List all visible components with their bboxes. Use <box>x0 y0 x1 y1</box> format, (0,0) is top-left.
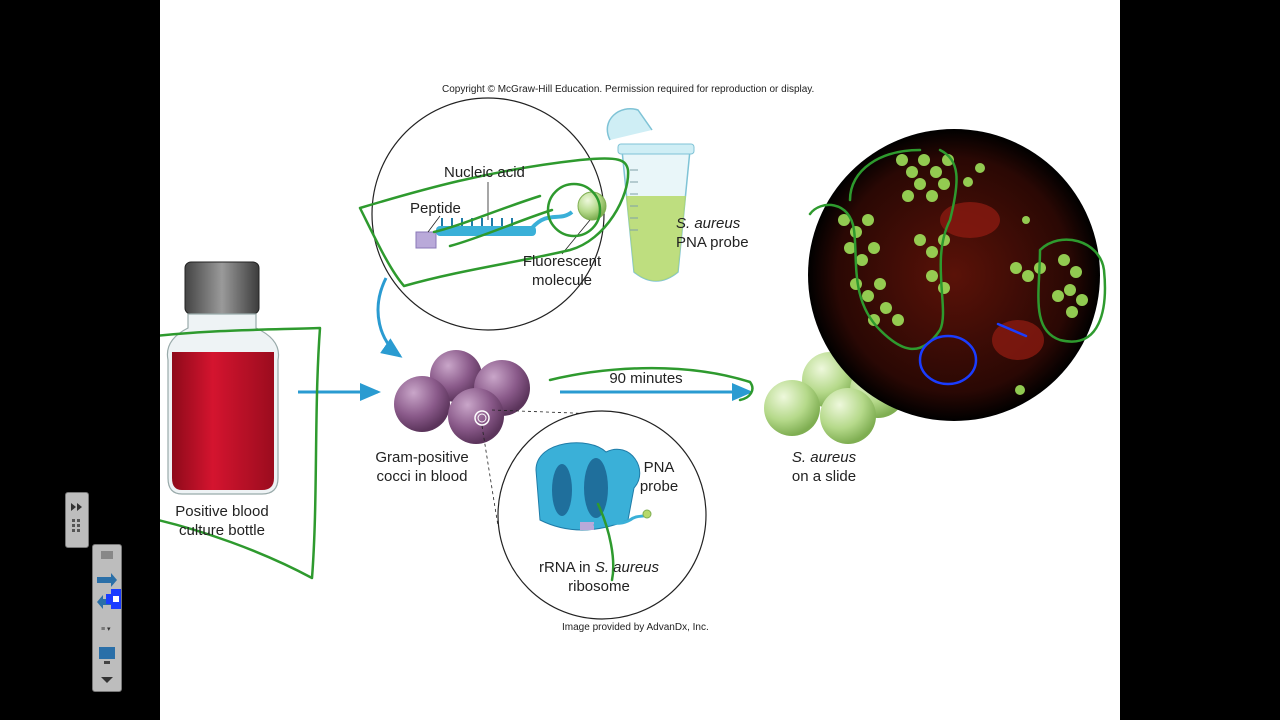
peptide-square <box>415 231 437 249</box>
hand-annotations <box>160 148 1107 582</box>
cocci-label-2: cocci in blood <box>376 468 468 485</box>
fluorescent-label-2: molecule <box>531 272 593 289</box>
process-arrows <box>298 277 753 401</box>
screen-icon[interactable] <box>99 647 115 664</box>
settings-icon[interactable]: ≡ ▾ <box>101 626 111 633</box>
diagram-graphics <box>160 97 1107 620</box>
slide-label: on a slide <box>791 468 857 485</box>
rrna-label-1: rRNA in S. aureus <box>524 558 674 577</box>
bottle-label-2: culture bottle <box>179 522 265 539</box>
svg-text:≡ ▾: ≡ ▾ <box>101 626 111 633</box>
cocci-label-1: Gram-positive <box>375 449 469 466</box>
keypad-icon <box>72 519 80 532</box>
bottle-label-1: Positive blood <box>175 503 269 520</box>
rrna-species: S. aureus <box>594 559 660 576</box>
arrow-probe-to-cocci <box>376 277 403 358</box>
annotation-toolbar: ≡ ▾ <box>92 544 122 692</box>
test-tube <box>606 108 695 282</box>
forward-arrow-icon[interactable] <box>97 573 117 587</box>
image-credit: Image provided by AdvanDx, Inc. <box>562 622 709 633</box>
nucleic-acid-label: Nucleic acid <box>444 164 525 181</box>
dropdown-icon[interactable] <box>101 677 113 683</box>
pna-label-2: probe <box>639 478 679 495</box>
pna-probe-label: PNA probe <box>676 234 749 251</box>
fluorescent-molecule <box>577 191 607 221</box>
blood-culture-bottle <box>166 261 280 495</box>
slide-canvas: Copyright © McGraw-Hill Education. Permi… <box>160 0 1120 720</box>
expand-icon <box>71 503 82 511</box>
grid-icon[interactable] <box>101 551 113 559</box>
rrna-label-2: ribosome <box>568 578 630 595</box>
peptide-label: Peptide <box>410 200 461 217</box>
rrna-prefix: rRNA in <box>538 559 595 576</box>
copyright-notice: Copyright © McGraw-Hill Education. Permi… <box>442 84 815 95</box>
nucleic-acid-strand <box>436 226 536 236</box>
pna-label-1: PNA <box>643 459 675 476</box>
slide-species-label: S. aureus <box>791 449 857 466</box>
probe-species-label: S. aureus <box>676 215 741 232</box>
microscope-image <box>808 129 1100 421</box>
collapsed-toolbar-handle[interactable] <box>65 492 89 548</box>
ninety-minutes-label: 90 minutes <box>609 370 683 387</box>
purple-cocci-cluster <box>394 350 530 444</box>
fluorescent-label-1: Fluorescent <box>522 253 602 270</box>
pointer-icon[interactable] <box>106 589 121 609</box>
